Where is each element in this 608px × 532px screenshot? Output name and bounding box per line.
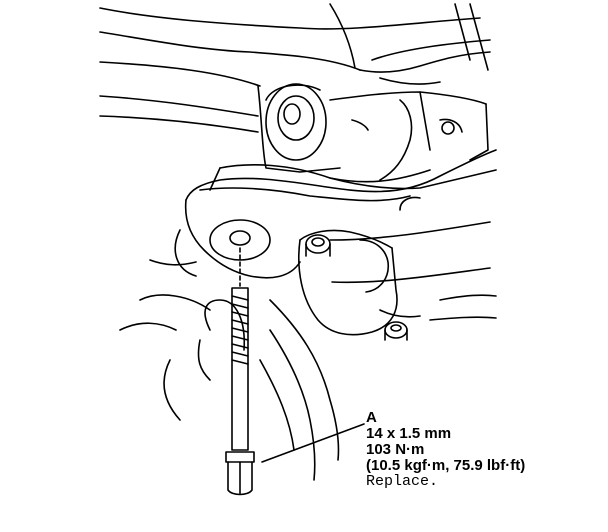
torque-callout: A 14 x 1.5 mm 103 N·m (10.5 kgf·m, 75.9 … bbox=[366, 410, 604, 490]
upper-subframe bbox=[99, 3, 491, 133]
bolt-a bbox=[225, 247, 255, 496]
stabilizer-bar bbox=[298, 221, 491, 341]
leader-line bbox=[261, 423, 365, 463]
torque-nm: 103 N·m bbox=[366, 441, 425, 458]
knuckle-lines bbox=[119, 196, 497, 481]
mount-bracket bbox=[257, 83, 489, 181]
replace-note: Replace. bbox=[366, 473, 439, 490]
callout-label: A bbox=[366, 409, 377, 426]
bolt-size: 14 x 1.5 mm bbox=[366, 425, 452, 442]
torque-alt-units: (10.5 kgf·m, 75.9 lbf·ft) bbox=[366, 457, 526, 474]
lower-plate bbox=[184, 149, 497, 279]
